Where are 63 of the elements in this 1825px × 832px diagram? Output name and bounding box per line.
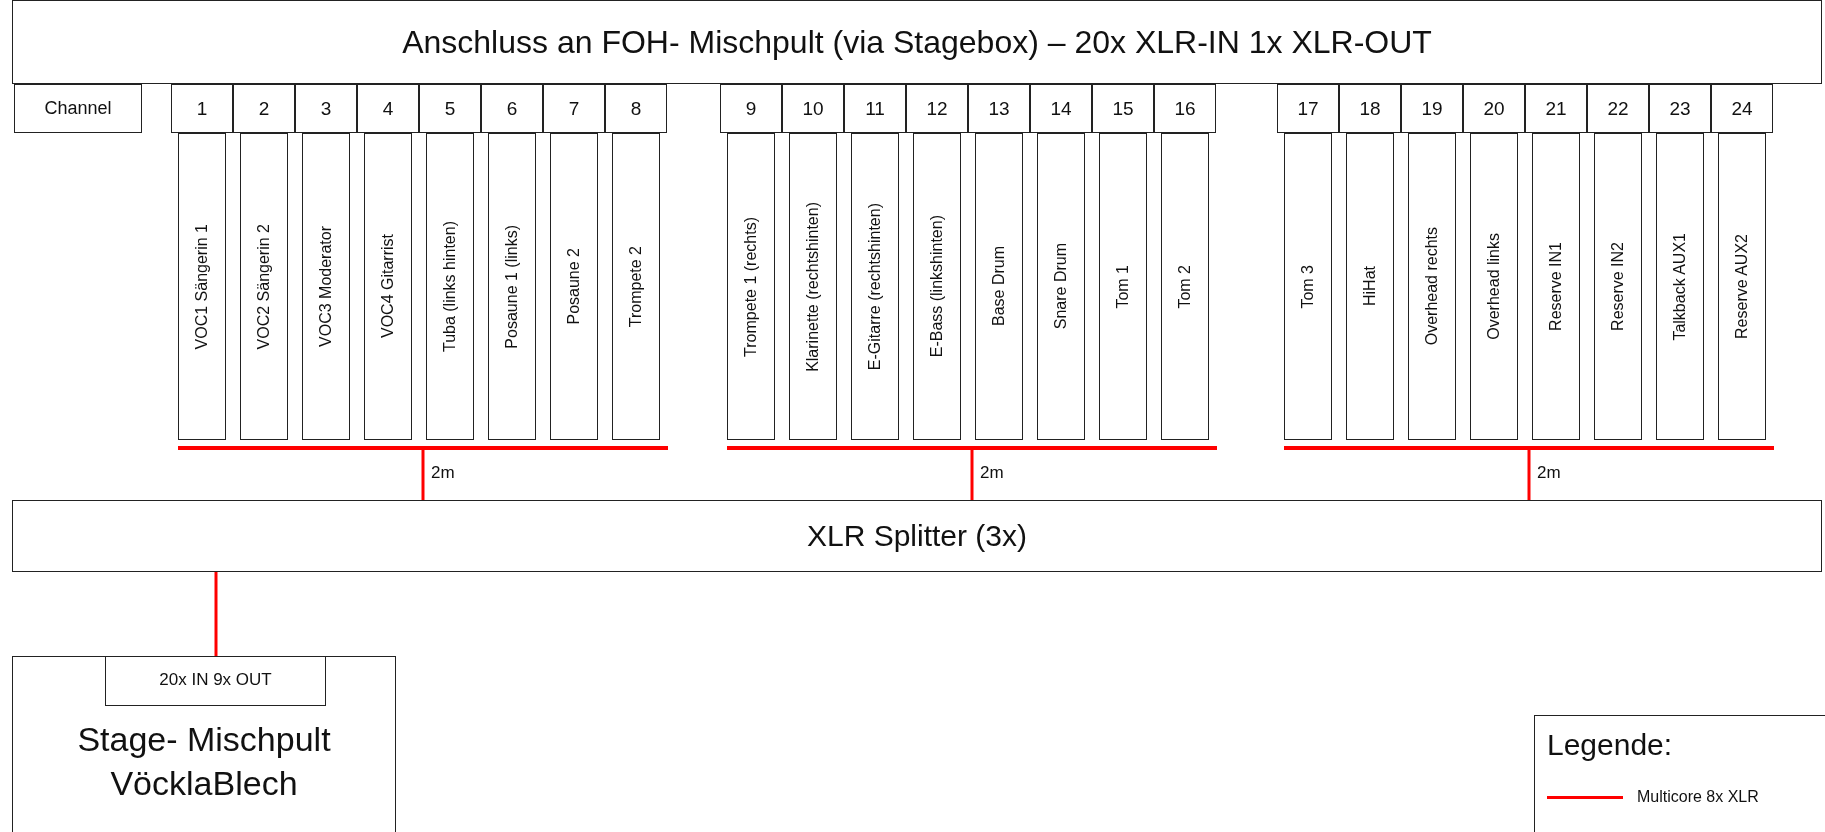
channel-number-box: 7 xyxy=(543,84,605,133)
channel-number-box: 18 xyxy=(1339,84,1401,133)
channel-number-box: 22 xyxy=(1587,84,1649,133)
splitter-box: XLR Splitter (3x) xyxy=(12,500,1822,572)
multicore-bar xyxy=(727,446,1217,450)
channel-number-box: 4 xyxy=(357,84,419,133)
io-label-box: 20x IN 9x OUT xyxy=(105,655,326,706)
channel-number-box: 10 xyxy=(782,84,844,133)
instrument-box: Talkback AUX1 xyxy=(1656,133,1704,440)
instrument-box: VOC2 Sängerin 2 xyxy=(240,133,288,440)
channel-number-box: 3 xyxy=(295,84,357,133)
channel-number-box: 2 xyxy=(233,84,295,133)
channel-number-box: 23 xyxy=(1649,84,1711,133)
channel-number-box: 17 xyxy=(1277,84,1339,133)
instrument-box: Posaune 2 xyxy=(550,133,598,440)
instrument-box: Trompete 1 (rechts) xyxy=(727,133,775,440)
channel-number-box: 8 xyxy=(605,84,667,133)
cable-line xyxy=(970,450,974,500)
instrument-box: VOC1 Sängerin 1 xyxy=(178,133,226,440)
channel-number-box: 1 xyxy=(171,84,233,133)
instrument-box: HiHat xyxy=(1346,133,1394,440)
multicore-bar xyxy=(178,446,668,450)
legend-title: Legende: xyxy=(1547,728,1673,762)
instrument-box: Reserve AUX2 xyxy=(1718,133,1766,440)
legend-text: Multicore 8x XLR xyxy=(1637,788,1759,806)
channel-number-box: 11 xyxy=(844,84,906,133)
channel-number-box: 5 xyxy=(419,84,481,133)
instrument-box: Trompete 2 xyxy=(612,133,660,440)
instrument-box: Klarinette (rechtshinten) xyxy=(789,133,837,440)
channel-number-box: 12 xyxy=(906,84,968,133)
instrument-box: VOC3 Moderator xyxy=(302,133,350,440)
channel-number-box: 21 xyxy=(1525,84,1587,133)
cable-line xyxy=(421,450,425,500)
channel-number-box: 15 xyxy=(1092,84,1154,133)
mixer-name: Stage- Mischpult VöcklaBlech xyxy=(76,718,332,804)
channel-number-box: 24 xyxy=(1711,84,1773,133)
instrument-box: E-Bass (linkshinten) xyxy=(913,133,961,440)
instrument-box: Overhead rechts xyxy=(1408,133,1456,440)
channel-number-box: 13 xyxy=(968,84,1030,133)
channel-number-box: 16 xyxy=(1154,84,1216,133)
instrument-box: E-Gitarre (rechtshinten) xyxy=(851,133,899,440)
title-box: Anschluss an FOH- Mischpult (via Stagebox) – 20x XLR-IN 1x XLR-OUT xyxy=(12,0,1822,84)
channel-number-box: 14 xyxy=(1030,84,1092,133)
instrument-box: VOC4 Gitarrist xyxy=(364,133,412,440)
channel-number-box: 19 xyxy=(1401,84,1463,133)
instrument-box: Tuba (links hinten) xyxy=(426,133,474,440)
instrument-box: Snare Drum xyxy=(1037,133,1085,440)
cable-line xyxy=(214,572,218,656)
cable-line xyxy=(1527,450,1531,500)
instrument-box: Reserve IN1 xyxy=(1532,133,1580,440)
channel-header-box: Channel xyxy=(14,84,142,133)
stage-mixer-box xyxy=(12,656,396,832)
instrument-box: Overhead links xyxy=(1470,133,1518,440)
channel-number-box: 20 xyxy=(1463,84,1525,133)
multicore-bar xyxy=(1284,446,1774,450)
instrument-box: Reserve IN2 xyxy=(1594,133,1642,440)
channel-number-box: 6 xyxy=(481,84,543,133)
channel-number-box: 9 xyxy=(720,84,782,133)
instrument-box: Base Drum xyxy=(975,133,1023,440)
instrument-box: Tom 1 xyxy=(1099,133,1147,440)
instrument-box: Tom 2 xyxy=(1161,133,1209,440)
instrument-box: Posaune 1 (links) xyxy=(488,133,536,440)
instrument-box: Tom 3 xyxy=(1284,133,1332,440)
